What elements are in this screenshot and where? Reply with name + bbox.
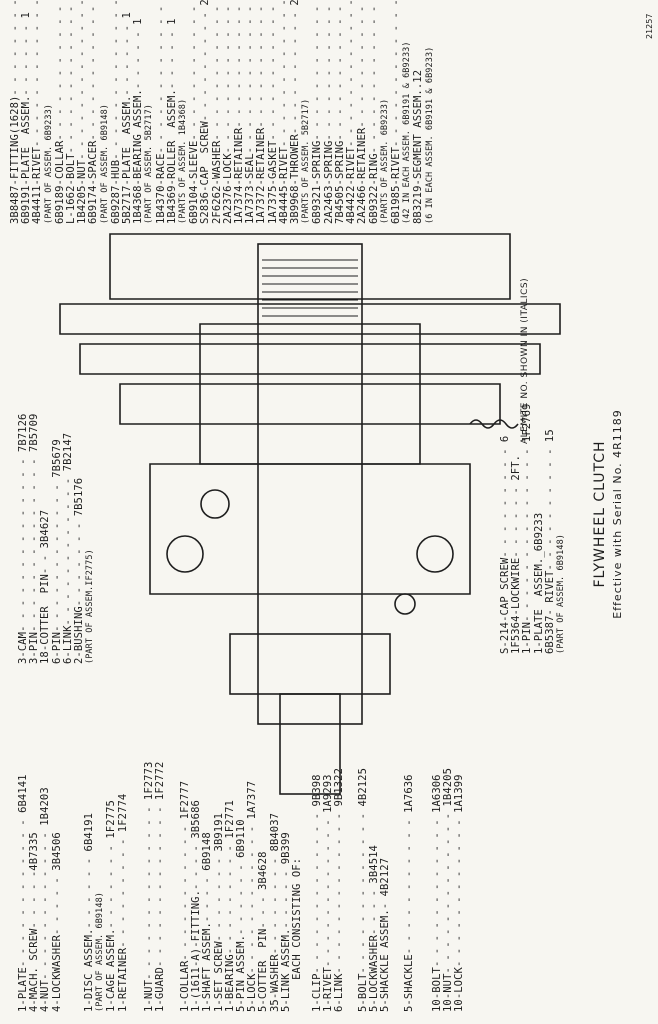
part-label: 1B4368-BEARING ASSEM.- - - - - 1 bbox=[132, 18, 145, 225]
collar bbox=[229, 633, 391, 695]
part-label: 1-SHAFT ASSEM.- - - - 6B9148 bbox=[201, 832, 214, 1012]
shaft-splines bbox=[262, 259, 358, 325]
part-label: 5-COTTER PIN- - - 3B4628 bbox=[257, 851, 270, 1012]
part-label: 8B3219-SEGMENT ASSEM..12 bbox=[412, 69, 425, 224]
part-label: 1B4369-ROLLER ASSEM.- - - - - 1 bbox=[165, 18, 178, 225]
part-label: 6B1985-RIVET- - - - - - - - - - - - .84 bbox=[389, 0, 402, 224]
part-note: (PART OF ASSEM. 5B2717) bbox=[144, 103, 155, 224]
part-label: 1-RETAINER- - - - - - - - - 1F2774 bbox=[116, 793, 129, 1012]
part-label: 6B5387- RIVET- - - - - - - - - - 15 bbox=[543, 429, 556, 654]
part-label: 1A7372-RETAINER- - - - - - - - - - 2 bbox=[255, 0, 268, 224]
part-label: 4-LOCKWASHER- - - - - 3B4506 bbox=[50, 832, 63, 1012]
diagram-subtitle: Effective with Serial No. 4R1189 bbox=[611, 409, 624, 619]
part-label: 3B9968-THROWER- - - - - - - - - - 2 bbox=[289, 0, 302, 224]
part-label: 5-SHACKLE- - - - - - - - - - - 1A7636 bbox=[403, 774, 415, 1012]
part-label: EACH CONSISTING OF: bbox=[291, 857, 304, 1012]
part-note: (PART OF ASSEM.IF2775) bbox=[85, 549, 96, 664]
part-label: 2A2466-RETAINER- - - - - - - - - - 3 bbox=[356, 0, 369, 224]
part-label: 6B9322-RING- - - - - - - - - - - - - 1 bbox=[367, 0, 380, 224]
fitting bbox=[394, 593, 416, 615]
label-group-left-disc: 1-DISC ASSEM.- - - - - - 6B4191(PART OF … bbox=[83, 793, 129, 1012]
alemite-note: ALEMITE NO. SHOWN IN (ITALICS) bbox=[520, 277, 530, 444]
part-label: 1-GUARD- - - - - - - - - - - - - 1F2772 bbox=[154, 761, 167, 1012]
cam-pin bbox=[166, 535, 204, 573]
shaft bbox=[257, 243, 363, 725]
cage-assembly bbox=[149, 463, 471, 595]
part-label: 6B9321-SPRING- - - - - - - - - - - - 6 bbox=[311, 0, 324, 224]
part-label: 4-NUT- - - - - - - - - - - - 1B4203 bbox=[39, 787, 52, 1012]
spring bbox=[469, 419, 519, 429]
shifter-yoke bbox=[279, 693, 341, 795]
link-pin bbox=[200, 489, 230, 519]
diagram-title: FLYWHEEL CLUTCH bbox=[592, 440, 608, 588]
part-label: 6B9174-SPACER- - - - - - - - - - - - 1 bbox=[87, 0, 100, 224]
clutch-cross-section bbox=[59, 233, 561, 795]
clutch-disc bbox=[79, 343, 541, 375]
part-label: S2836-CAP SCREW- - - - - - - - - 2 bbox=[199, 0, 212, 224]
pressure-plate bbox=[119, 383, 501, 425]
bearing-ball bbox=[416, 535, 454, 573]
part-label: 5-SHACKLE ASSEM.- 4B2127 bbox=[379, 857, 392, 1012]
flywheel bbox=[109, 233, 511, 300]
part-label: 18-COTTER PIN- - 3B4627 bbox=[39, 509, 52, 664]
part-label: 10-LOCK- - - - - - - - - - - - 1A1399 bbox=[453, 774, 466, 1012]
part-label: 2-BUSHING- - - - - - - 7B5176 bbox=[73, 477, 86, 664]
hub bbox=[199, 323, 421, 465]
part-label: 1-DISC ASSEM.- - - - - - 6B4191 bbox=[83, 812, 95, 1012]
part-note: (PART OF ASSEM. 6B9148) bbox=[556, 533, 567, 654]
flywheel-plate bbox=[59, 303, 561, 335]
part-label: 6-LINK- - - - - - - - - - - - - 9B1322 bbox=[333, 767, 346, 1012]
label-group-left-shackle: 5-SHACKLE- - - - - - - - - - - 1A7636 bbox=[403, 774, 415, 1012]
part-note: (6 IN EACH ASSEM. 6B9191 & 6B9233) bbox=[424, 46, 435, 224]
part-label: 4B4411-RIVET- - - - - - - - - - - - - 9 bbox=[31, 0, 44, 224]
figure-number: 21257 bbox=[645, 13, 654, 39]
part-label: 1-CAGE ASSEM.- - - - - - - 1F2775 bbox=[105, 800, 118, 1012]
